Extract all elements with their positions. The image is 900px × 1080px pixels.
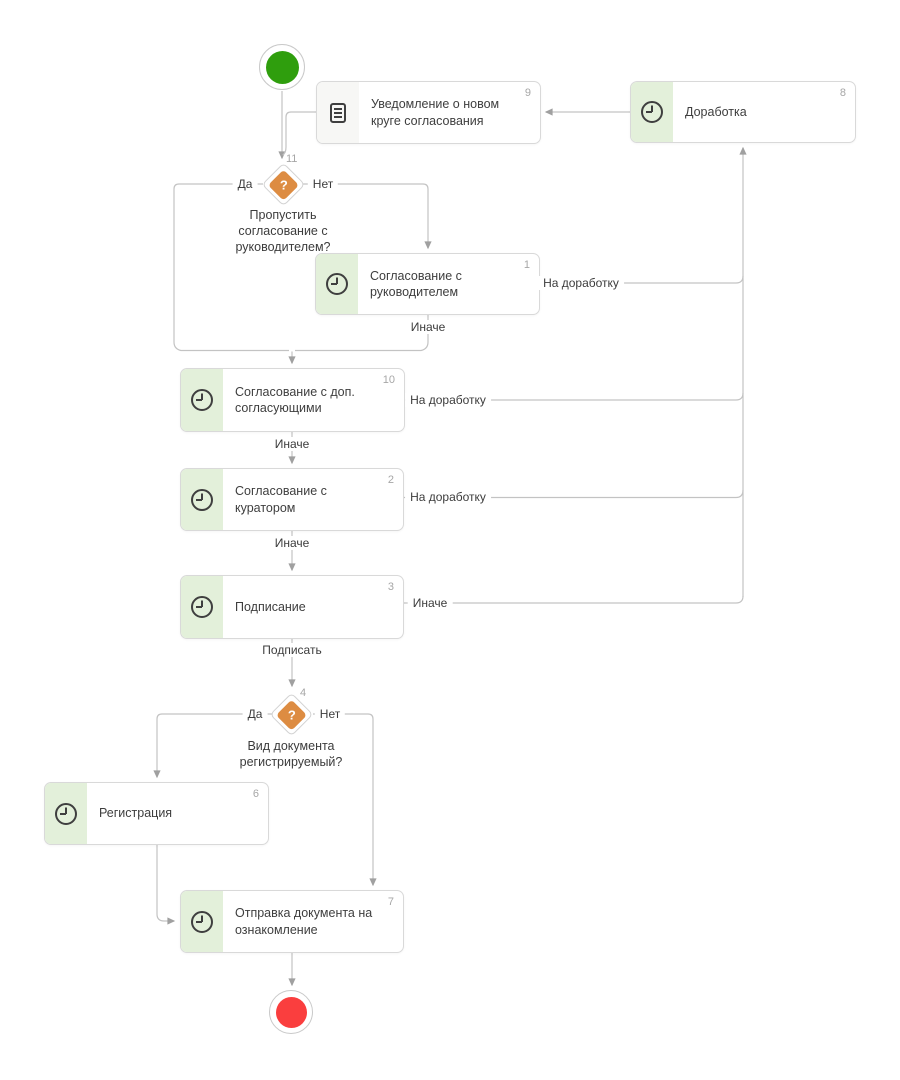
edge-label-rework: На доработку xyxy=(405,393,491,407)
task-icon-strip xyxy=(181,576,223,638)
clock-icon xyxy=(191,910,213,933)
question-gateway-icon: ? xyxy=(275,698,307,730)
task-label: Согласование с доп. согласующими xyxy=(235,384,355,415)
task-number: 8 xyxy=(839,87,846,99)
task-label: Доработка xyxy=(685,104,747,119)
end-circle-icon xyxy=(275,996,307,1028)
task-number: 2 xyxy=(387,474,394,486)
task-manager-approval[interactable]: Согласование с руководителем 1 xyxy=(315,253,540,315)
clock-icon xyxy=(191,488,213,511)
task-icon-strip xyxy=(181,369,223,431)
task-label: Подписание xyxy=(235,599,306,614)
task-icon-strip xyxy=(631,82,673,142)
edge-label-no: Нет xyxy=(314,707,346,721)
edge-label-rework: На доработку xyxy=(538,276,624,290)
task-icon-strip xyxy=(181,469,223,530)
task-label: Регистрация xyxy=(99,806,173,821)
gateway-caption: Пропустить согласование с руководителем? xyxy=(235,208,331,254)
task-number: 3 xyxy=(387,581,394,593)
edge-label-yes: Да xyxy=(242,707,268,721)
task-icon-strip xyxy=(317,82,359,143)
edge-label-yes: Да xyxy=(232,177,258,191)
edge-label-else: Иначе xyxy=(407,596,453,610)
task-number: 10 xyxy=(382,374,395,386)
edge-label-rework: На доработку xyxy=(405,490,491,504)
task-label: Согласование с куратором xyxy=(235,484,327,515)
task-notification-new-round[interactable]: Уведомление о новом круге согласования 9 xyxy=(316,81,541,144)
task-signing[interactable]: Подписание 3 xyxy=(180,575,404,639)
document-icon xyxy=(330,102,346,123)
task-number: 9 xyxy=(524,87,531,99)
task-additional-approvers[interactable]: Согласование с доп. согласующими 10 xyxy=(180,368,405,432)
clock-icon xyxy=(191,596,213,618)
clock-icon xyxy=(326,273,348,295)
edge-label-else: Иначе xyxy=(269,536,315,550)
start-event-node[interactable] xyxy=(259,44,305,90)
task-registration[interactable]: Регистрация 6 xyxy=(44,782,269,845)
task-icon-strip xyxy=(45,783,87,844)
task-number: 6 xyxy=(252,788,259,800)
edge-label-else: Иначе xyxy=(405,320,451,334)
start-circle-icon xyxy=(265,50,299,84)
clock-icon xyxy=(55,802,77,825)
edge-label-else: Иначе xyxy=(269,437,315,451)
task-rework[interactable]: Доработка 8 xyxy=(630,81,856,143)
clock-icon xyxy=(191,389,213,411)
question-gateway-icon: ? xyxy=(267,168,299,200)
task-label: Отправка документа на ознакомление xyxy=(235,906,373,937)
task-send-for-review[interactable]: Отправка документа на ознакомление 7 xyxy=(180,890,404,953)
gateway-caption: Вид документа регистрируемый? xyxy=(239,739,343,769)
task-number: 7 xyxy=(387,896,394,908)
gateway-skip-manager-approval[interactable]: ? xyxy=(261,162,305,206)
gateway-number: 11 xyxy=(286,153,298,165)
task-label: Согласование с руководителем xyxy=(370,268,462,299)
gateway-document-type-registrable[interactable]: ? xyxy=(269,692,313,736)
gateway-number: 4 xyxy=(300,687,307,699)
task-label: Уведомление о новом круге согласования xyxy=(371,97,500,128)
end-event-node[interactable] xyxy=(269,990,313,1034)
edge-label-no: Нет xyxy=(307,177,339,191)
clock-icon xyxy=(641,101,663,123)
task-number: 1 xyxy=(523,259,530,271)
edge-label-sign: Подписать xyxy=(257,643,327,657)
task-icon-strip xyxy=(316,254,358,314)
task-curator-approval[interactable]: Согласование с куратором 2 xyxy=(180,468,404,531)
task-icon-strip xyxy=(181,891,223,952)
